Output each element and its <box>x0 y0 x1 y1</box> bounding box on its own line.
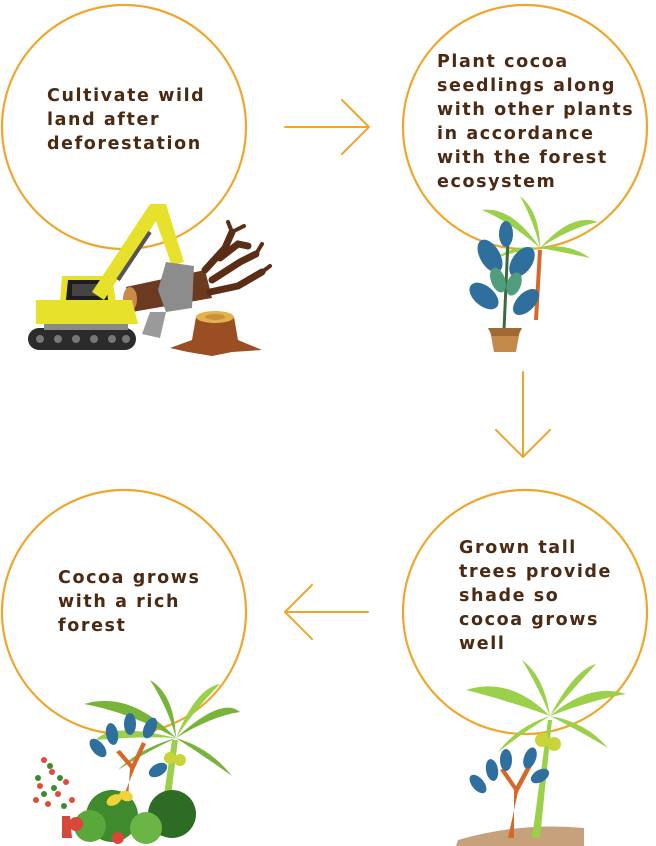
step-3-line: Grown tall <box>459 538 577 558</box>
step-3-line: trees provide <box>459 562 613 582</box>
step-2-line: with other plants <box>437 100 635 120</box>
step-4-text: Cocoa grows with a rich forest <box>58 566 201 638</box>
step-1-text: Cultivate wild land after deforestation <box>47 84 205 156</box>
step-2-line: with the forest <box>437 148 608 168</box>
step-2-text: Plant cocoa seedlings along with other p… <box>437 50 634 194</box>
grown-trees-illustration <box>456 660 626 846</box>
step-1-line: land after <box>47 110 161 130</box>
step-2-line: Plant cocoa <box>437 52 569 72</box>
arrow-left-icon <box>283 584 369 640</box>
step-4-line: forest <box>58 616 127 636</box>
step-1-line: deforestation <box>47 134 202 154</box>
step-4-line: with a rich <box>58 592 181 612</box>
step-1-line: Cultivate wild <box>47 86 206 106</box>
step-4-line: Cocoa grows <box>58 568 201 588</box>
step-3-circle <box>401 488 649 736</box>
stump-icon <box>170 311 262 356</box>
step-2-line: ecosystem <box>437 172 557 192</box>
seedlings-illustration <box>469 196 598 352</box>
step-3-line: cocoa grows <box>459 610 600 630</box>
rich-forest-illustration <box>33 680 240 844</box>
step-3-line: well <box>459 634 506 654</box>
step-2-line: in accordance <box>437 124 595 144</box>
arrow-down-icon <box>495 371 551 459</box>
arrow-right-icon <box>284 99 371 155</box>
step-2-line: seedlings along <box>437 76 616 96</box>
step-3-text: Grown tall trees provide shade so cocoa … <box>459 536 612 656</box>
step-3-line: shade so <box>459 586 560 606</box>
excavator-illustration <box>28 204 272 356</box>
